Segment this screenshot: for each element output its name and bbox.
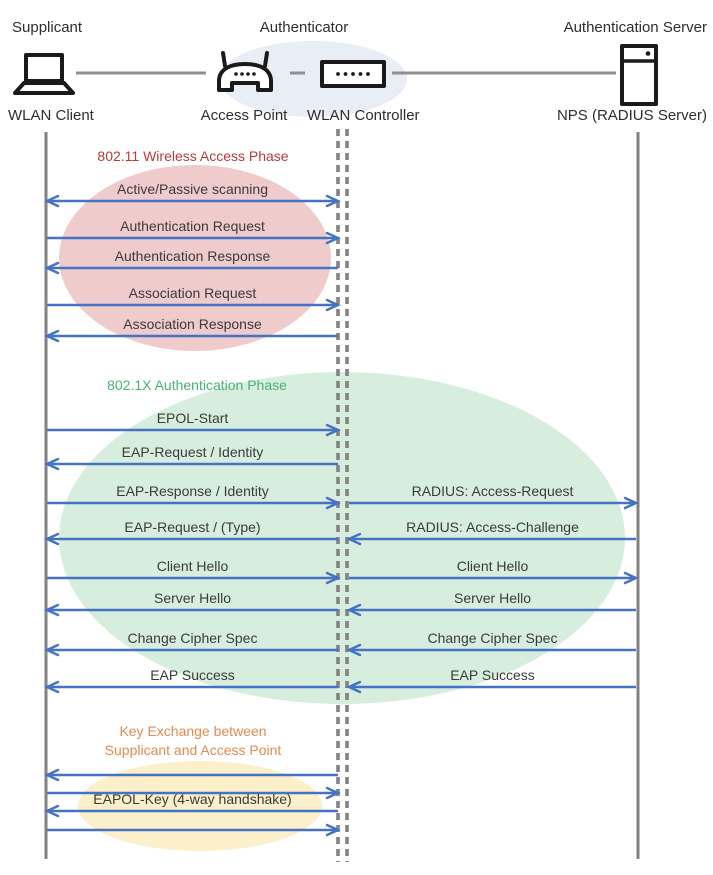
message-arrowhead [325,496,341,510]
message-label: Association Response [123,316,262,332]
message-arrowhead [346,532,362,546]
phase-title-1: 802.1X Authentication Phase [107,377,287,393]
message-arrowhead [44,603,60,617]
message-arrowhead [325,571,341,585]
message-label: EPOL-Start [156,410,229,426]
message-arrowhead [44,329,60,343]
message-label: Server Hello [453,590,532,606]
message-label: EAP-Request / Identity [121,444,264,460]
message-arrowhead [44,194,60,208]
phase-ellipse [59,372,625,704]
message-arrowhead [325,423,341,437]
message-label: EAPOL-Key (4-way handshake) [93,791,292,807]
device-label-wlan-client: WLAN Client [8,107,94,124]
message-arrowhead [325,194,341,208]
message-arrowhead [44,457,60,471]
message-arrowhead [44,532,60,546]
message-arrowhead [346,680,362,694]
message-label: RADIUS: Access-Request [411,483,574,499]
phase-title-2: Key Exchange between Supplicant and Acce… [104,723,282,758]
message-label: EAP-Request / (Type) [124,519,261,535]
message-label: Active/Passive scanning [117,181,268,197]
message-label: EAP Success [450,667,535,683]
message-arrowhead [325,786,341,800]
message-arrowhead [44,643,60,657]
message-label: Client Hello [156,558,229,574]
message-label: RADIUS: Access-Challenge [406,519,579,535]
access-point-icon [217,51,273,92]
message-arrowhead [325,823,341,837]
message-arrowhead [623,496,639,510]
actor-role-supplicant: Supplicant [12,19,83,36]
phase-title-0: 802.11 Wireless Access Phase [97,148,289,164]
message-arrowhead [44,261,60,275]
message-arrowhead [44,680,60,694]
device-label-access-point: Access Point [200,107,288,124]
message-label: Authentication Response [114,248,271,264]
message-arrowhead [346,603,362,617]
message-arrowhead [325,298,341,312]
device-label-nps-radius-server: NPS (RADIUS Server) [556,107,707,124]
message-label: Server Hello [153,590,232,606]
message-label: Association Request [128,285,257,301]
server-icon [620,44,658,106]
message-arrowhead [44,768,60,782]
device-label-wlan-controller: WLAN Controller [307,107,420,124]
message-label: Authentication Request [120,218,265,234]
message-arrowhead [623,571,639,585]
message-arrowhead [346,643,362,657]
laptop-icon [13,53,75,95]
message-label: Change Cipher Spec [427,630,558,646]
actor-role-authenticator: Authenticator [259,19,349,36]
wlan-controller-icon [320,60,386,88]
actor-role-auth-server: Authentication Server [563,19,707,36]
phase-ellipse [78,761,322,851]
message-arrowhead [325,231,341,245]
message-arrows [44,194,639,837]
message-label: Client Hello [456,558,529,574]
message-label: EAP Success [150,667,235,683]
message-arrowhead [44,804,60,818]
message-label: EAP-Response / Identity [116,483,269,499]
message-label: Change Cipher Spec [127,630,258,646]
